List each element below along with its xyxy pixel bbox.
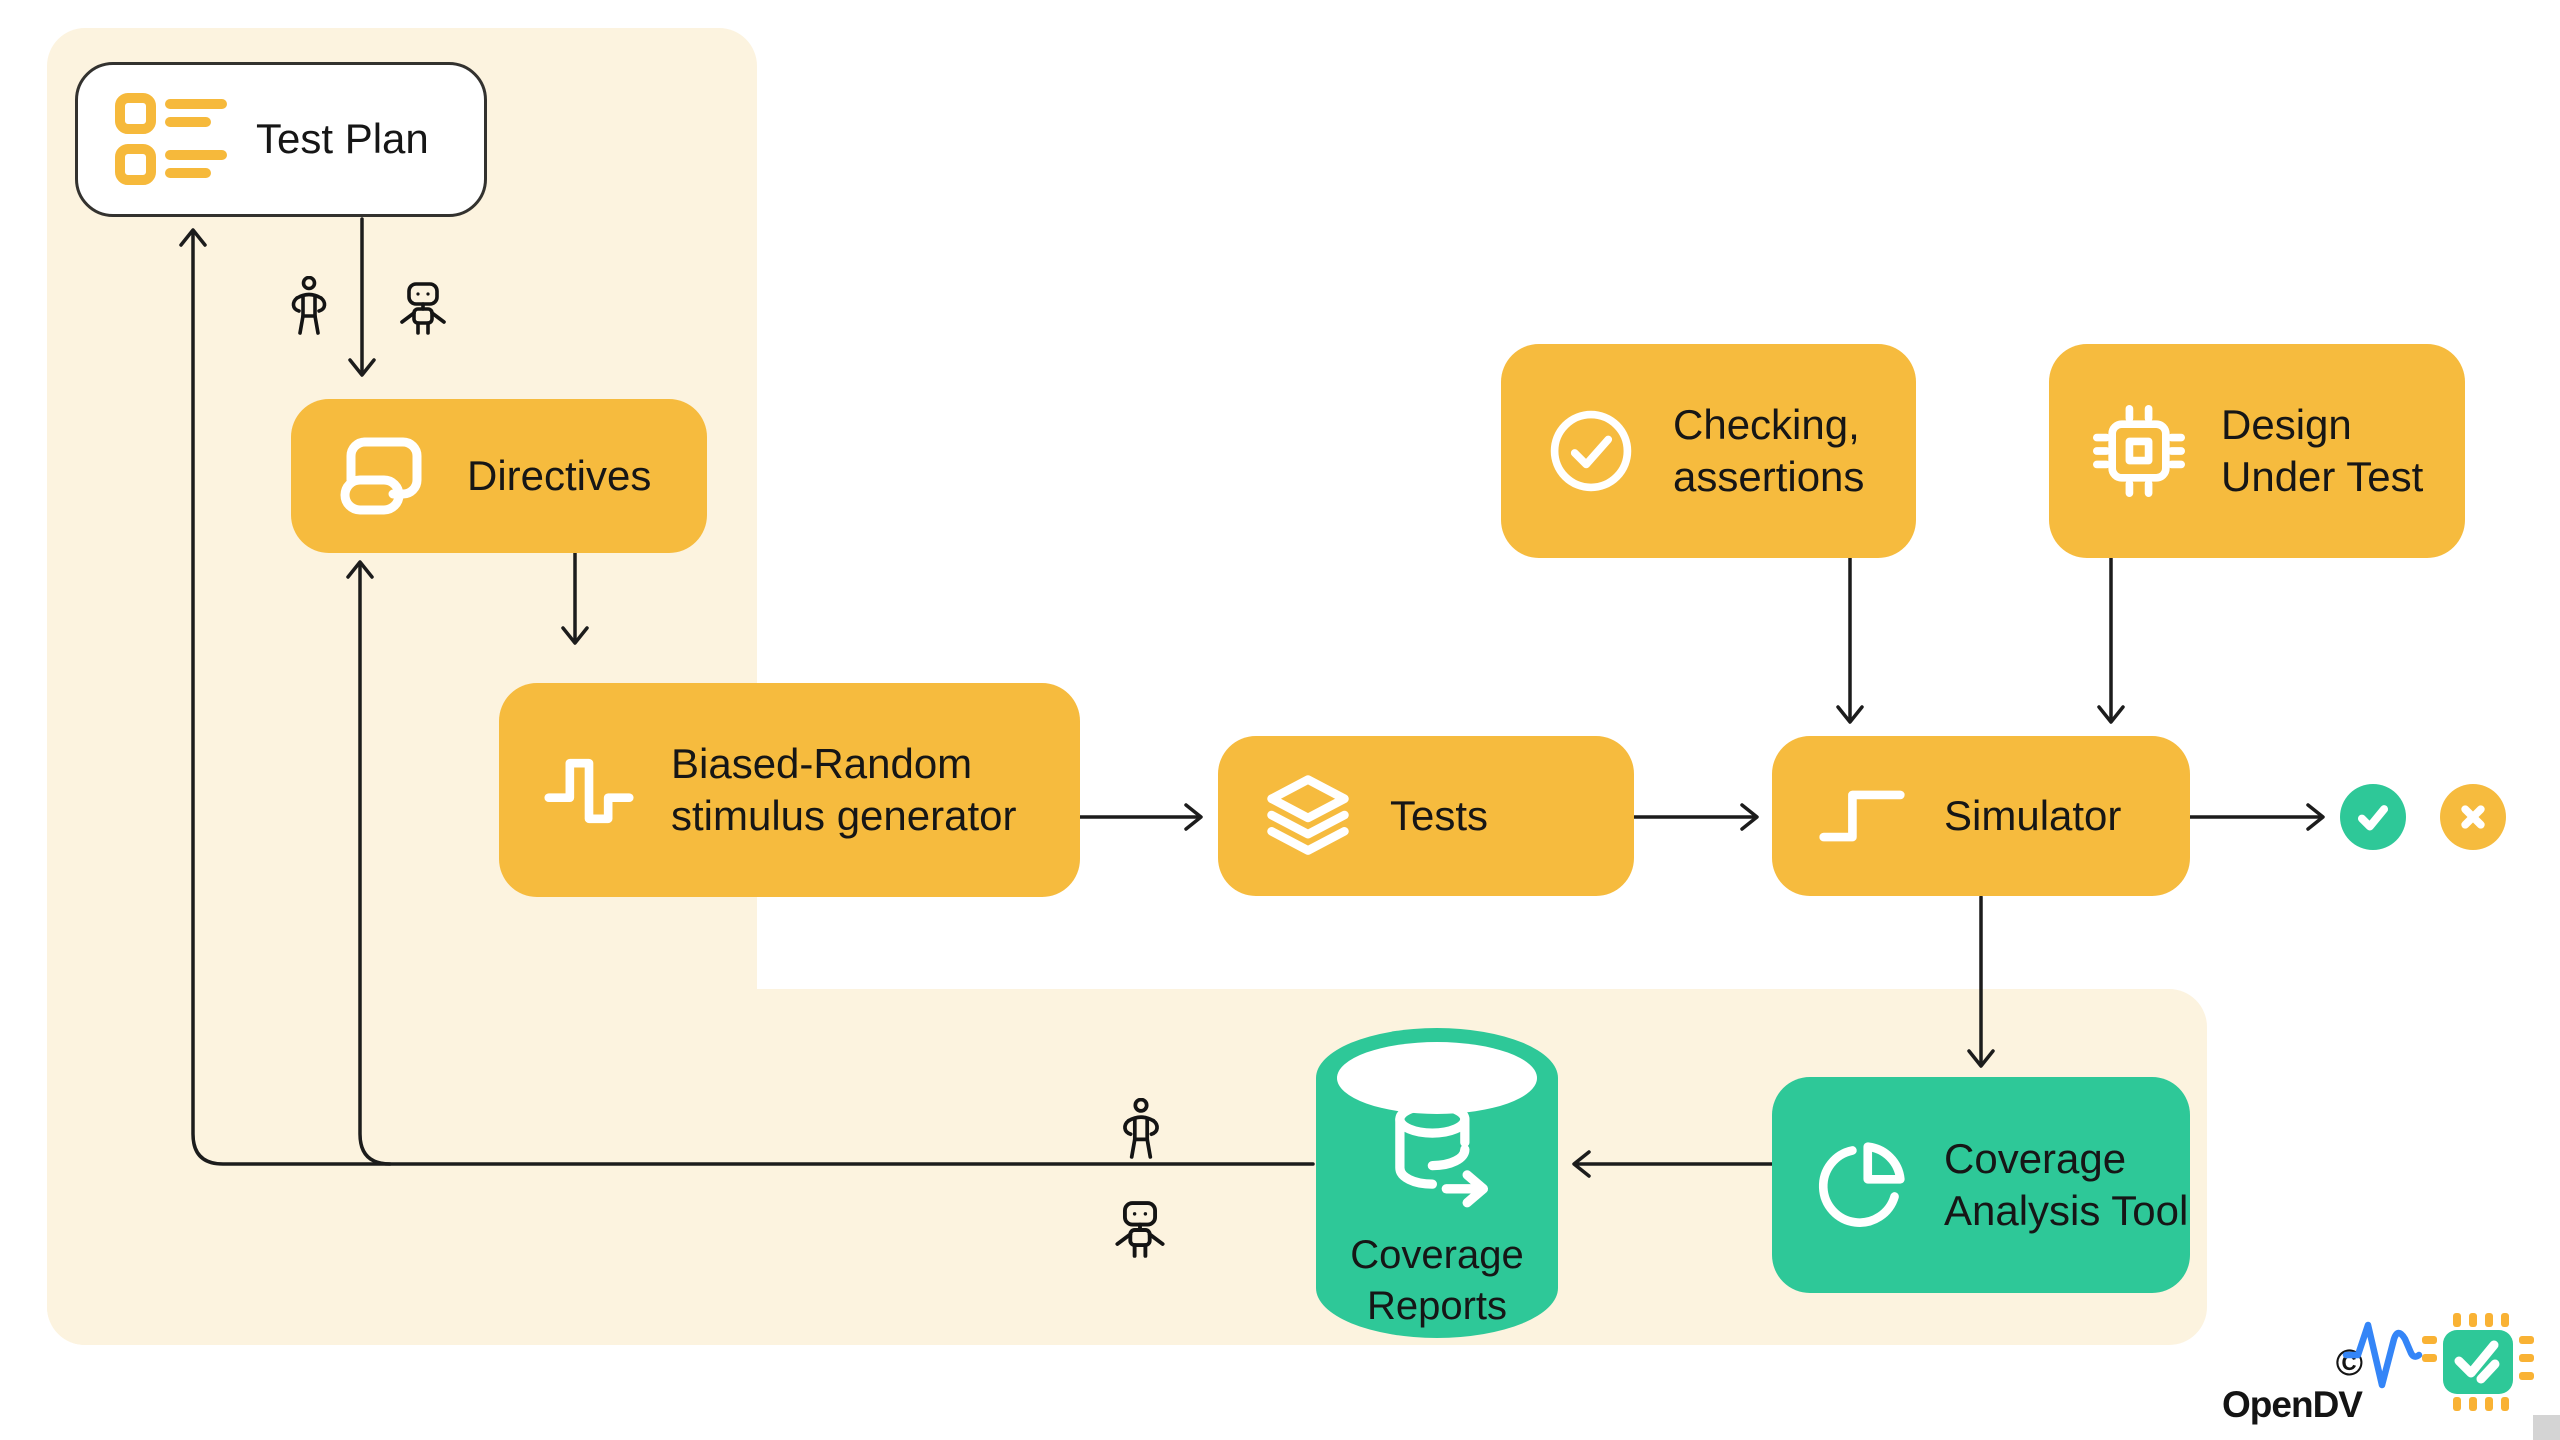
- node-label: Checking, assertions: [1673, 400, 1865, 501]
- checklist-icon: [112, 89, 230, 191]
- check-circle-icon: [1545, 405, 1637, 497]
- fail-badge: [2440, 784, 2506, 850]
- human-icon: [286, 276, 332, 336]
- step-signal-icon: [1816, 770, 1908, 862]
- node-label: Tests: [1390, 791, 1489, 839]
- robot-icon: [397, 282, 449, 336]
- node-label: Simulator: [1944, 791, 2122, 839]
- node-simulator: Simulator: [1772, 736, 2190, 896]
- chip-icon: [2093, 405, 2185, 497]
- node-label: Biased-Random stimulus generator: [671, 739, 1017, 840]
- node-design-under-test: Design Under Test: [2049, 344, 2465, 558]
- node-label: Coverage Analysis Tool: [1944, 1134, 2189, 1235]
- copyright-text: © OpenDV: [2222, 1342, 2363, 1425]
- node-coverage-analysis-tool: Coverage Analysis Tool: [1772, 1077, 2190, 1293]
- waveform-icon: [2342, 1321, 2423, 1389]
- human-icon: [1116, 1098, 1166, 1160]
- x-icon: [2461, 805, 2485, 829]
- chip-pins: [2422, 1313, 2534, 1411]
- node-checking-assertions: Checking, assertions: [1501, 344, 1916, 558]
- pie-chart-icon: [1816, 1139, 1908, 1231]
- node-coverage-reports: [1316, 1028, 1558, 1338]
- node-directives: Directives: [291, 399, 707, 553]
- database-export-icon: [1379, 1096, 1495, 1217]
- node-label: Test Plan: [256, 115, 429, 163]
- square-wave-icon: [543, 744, 635, 836]
- node-label: Directives: [467, 451, 652, 499]
- pass-badge: [2340, 784, 2406, 850]
- scrollbar-thumb[interactable]: [2533, 1415, 2560, 1440]
- opendv-chip-logo: [2342, 1313, 2534, 1411]
- node-tests: Tests: [1218, 736, 1634, 896]
- check-icon: [2357, 805, 2389, 831]
- node-label: Design Under Test: [2221, 400, 2424, 501]
- scroll-icon: [335, 428, 431, 524]
- double-check-icon: [2454, 1340, 2500, 1384]
- node-test-plan: Test Plan: [75, 62, 487, 217]
- node-label: Coverage Reports: [1350, 1233, 1524, 1329]
- robot-icon: [1112, 1200, 1168, 1260]
- layers-icon: [1262, 770, 1354, 862]
- node-stimulus-generator: Biased-Random stimulus generator: [499, 683, 1080, 897]
